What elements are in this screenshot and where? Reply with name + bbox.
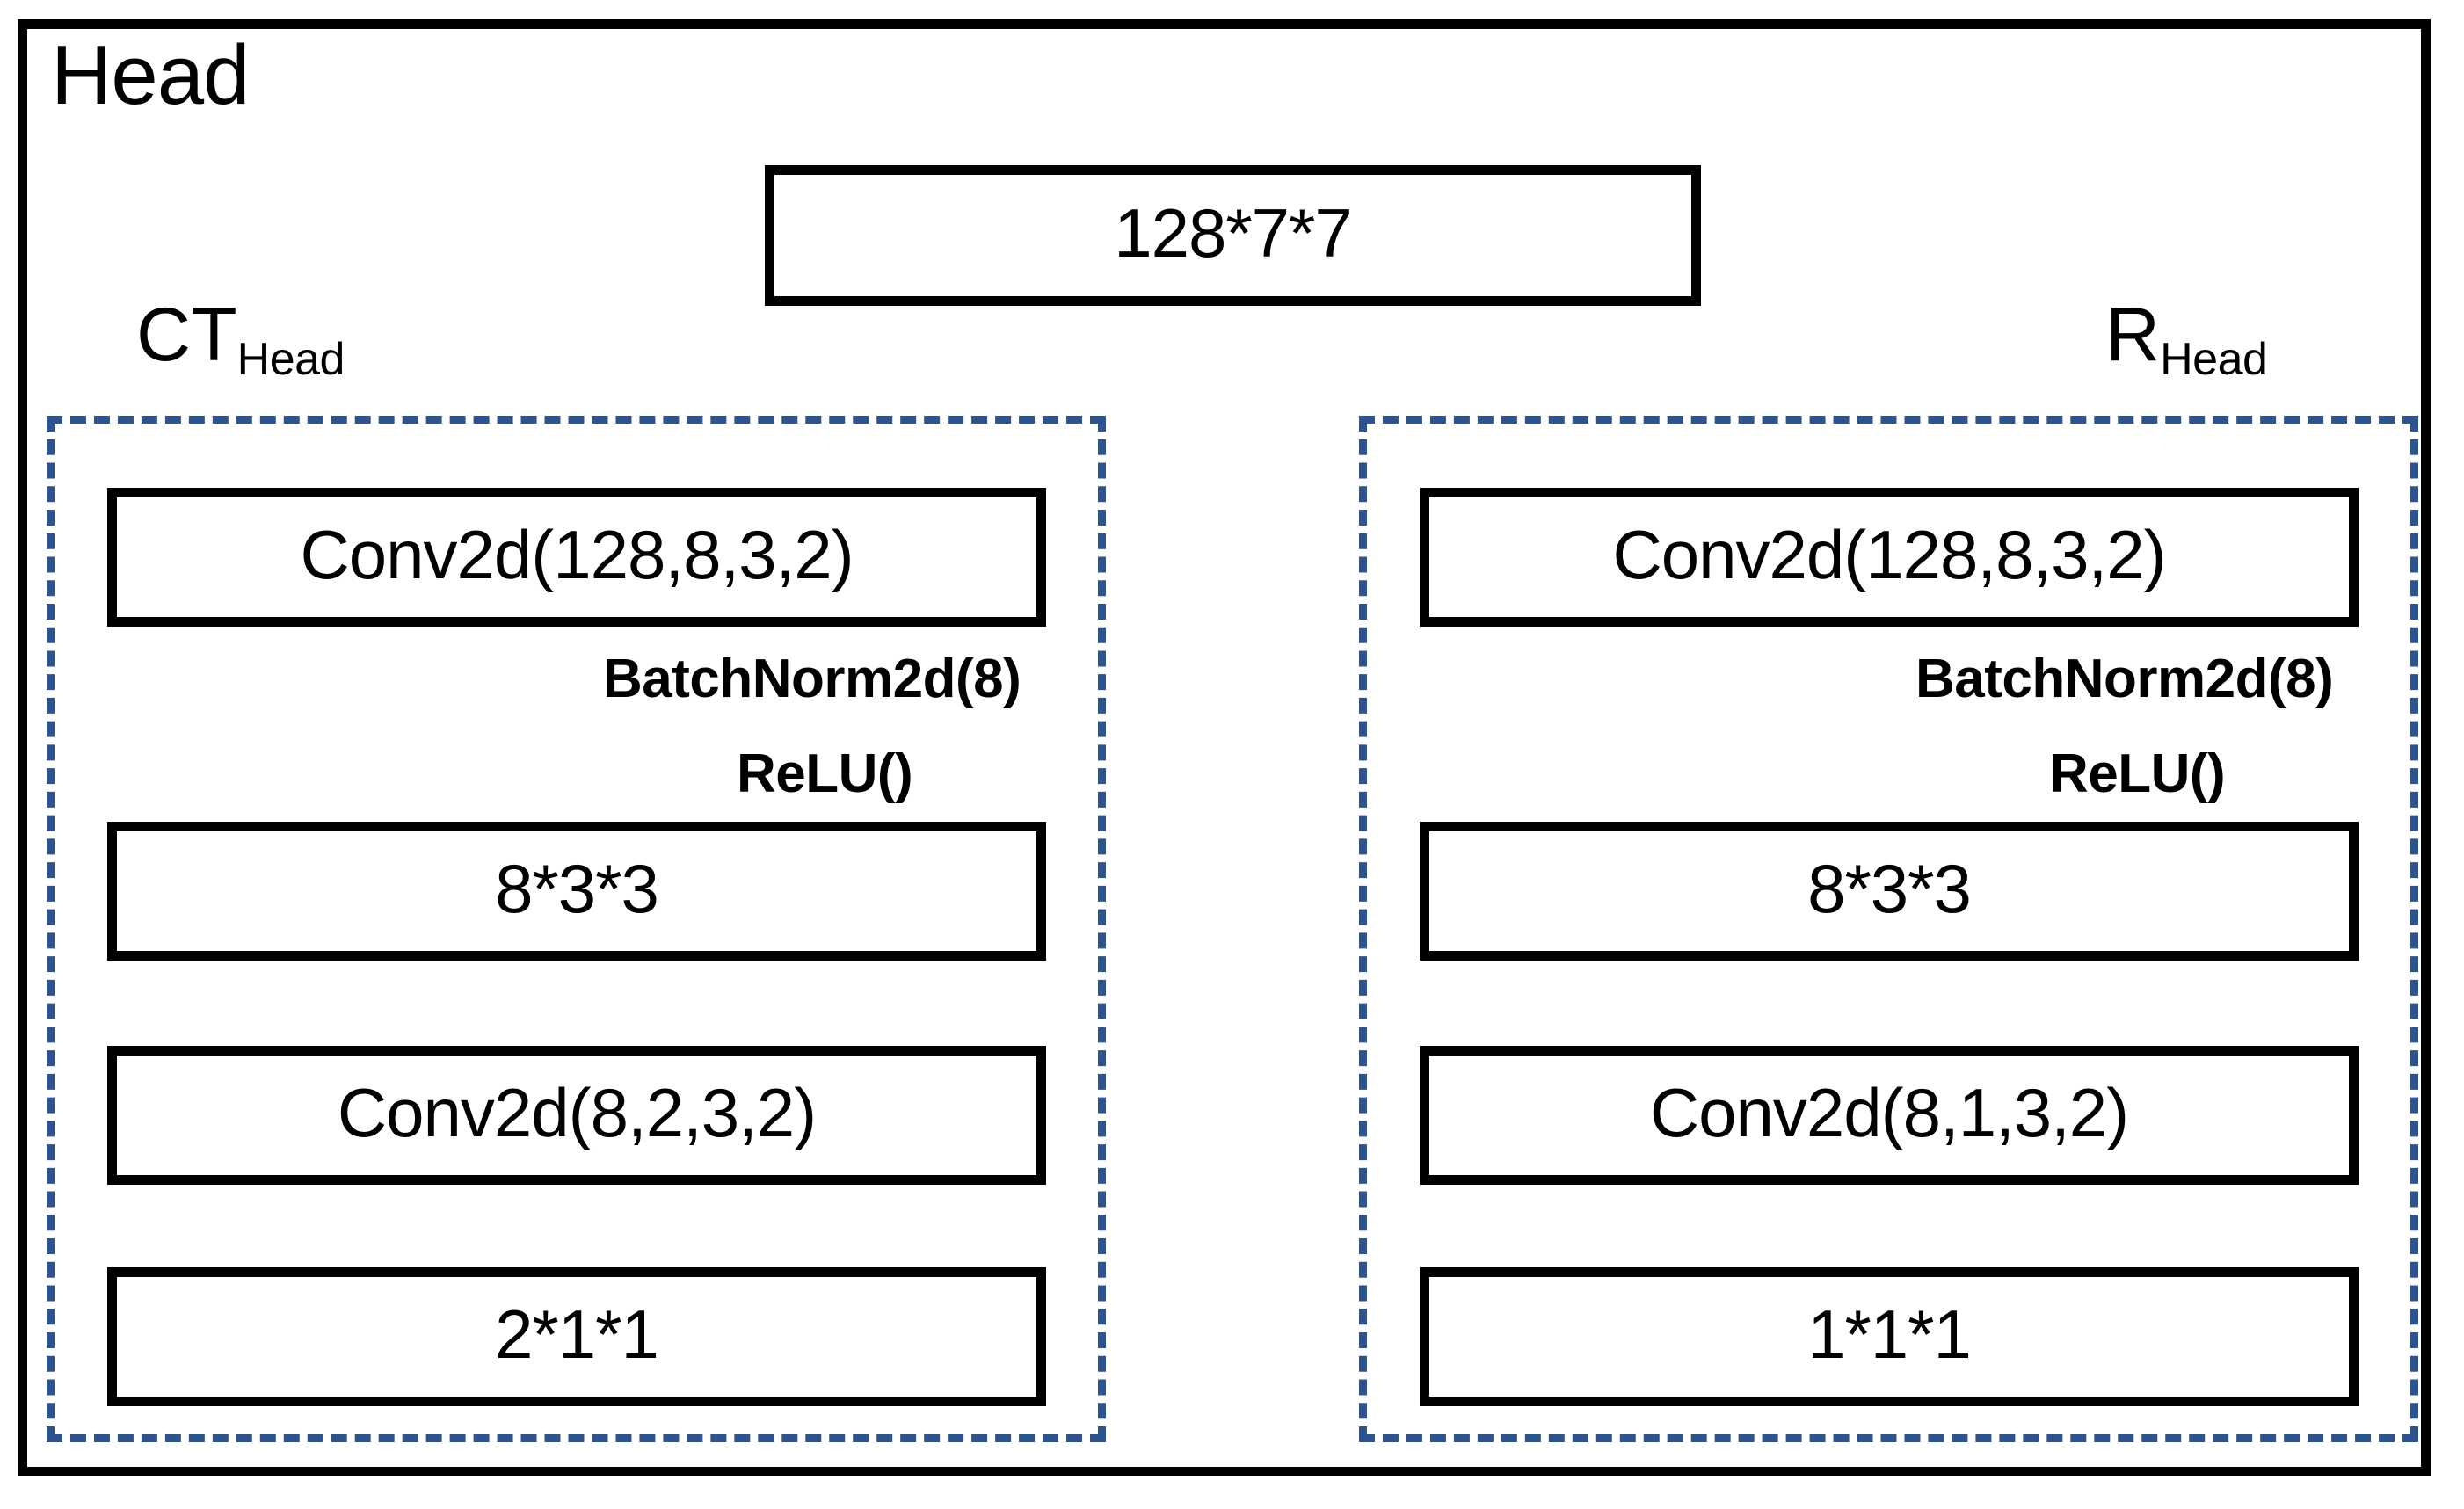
- node-r-output: 1*1*1: [1420, 1267, 2359, 1406]
- node-label: 8*3*3: [1807, 850, 1972, 927]
- node-ct-output: 2*1*1: [107, 1267, 1046, 1406]
- edge-annotation-ct-batchnorm: BatchNorm2d(8): [603, 649, 1021, 709]
- node-label: 2*1*1: [495, 1295, 659, 1373]
- branch-label-r-sub: Head: [2160, 334, 2268, 385]
- edge-annotation-r-batchnorm: BatchNorm2d(8): [1915, 649, 2334, 709]
- branch-label-ct-main: CT: [136, 293, 237, 377]
- node-r-conv1: Conv2d(128,8,3,2): [1420, 488, 2359, 627]
- node-label: Conv2d(128,8,3,2): [300, 516, 854, 593]
- group-box-ct-head: [47, 416, 1106, 1442]
- node-label: 8*3*3: [495, 850, 659, 927]
- node-ct-feature1: 8*3*3: [107, 822, 1046, 961]
- node-r-feature1: 8*3*3: [1420, 822, 2359, 961]
- node-label: Conv2d(128,8,3,2): [1612, 516, 2166, 593]
- node-label: 1*1*1: [1807, 1295, 1972, 1373]
- node-label: Conv2d(8,1,3,2): [1649, 1074, 2129, 1151]
- node-ct-conv2: Conv2d(8,2,3,2): [107, 1046, 1046, 1185]
- page-title: Head: [51, 28, 250, 122]
- edge-annotation-ct-relu: ReLU(): [737, 744, 913, 804]
- node-ct-conv1: Conv2d(128,8,3,2): [107, 488, 1046, 627]
- group-box-r-head: [1359, 416, 2418, 1442]
- node-input-tensor: 128*7*7: [765, 165, 1701, 306]
- edge-annotation-r-relu: ReLU(): [2049, 744, 2226, 804]
- node-r-conv2: Conv2d(8,1,3,2): [1420, 1046, 2359, 1185]
- branch-label-ct-sub: Head: [236, 334, 345, 385]
- branch-label-r-head: RHead: [2105, 297, 2268, 382]
- node-label: Conv2d(8,2,3,2): [337, 1074, 817, 1151]
- node-label: 128*7*7: [1114, 194, 1353, 272]
- branch-label-r-main: R: [2105, 293, 2161, 377]
- branch-label-ct-head: CTHead: [136, 297, 345, 382]
